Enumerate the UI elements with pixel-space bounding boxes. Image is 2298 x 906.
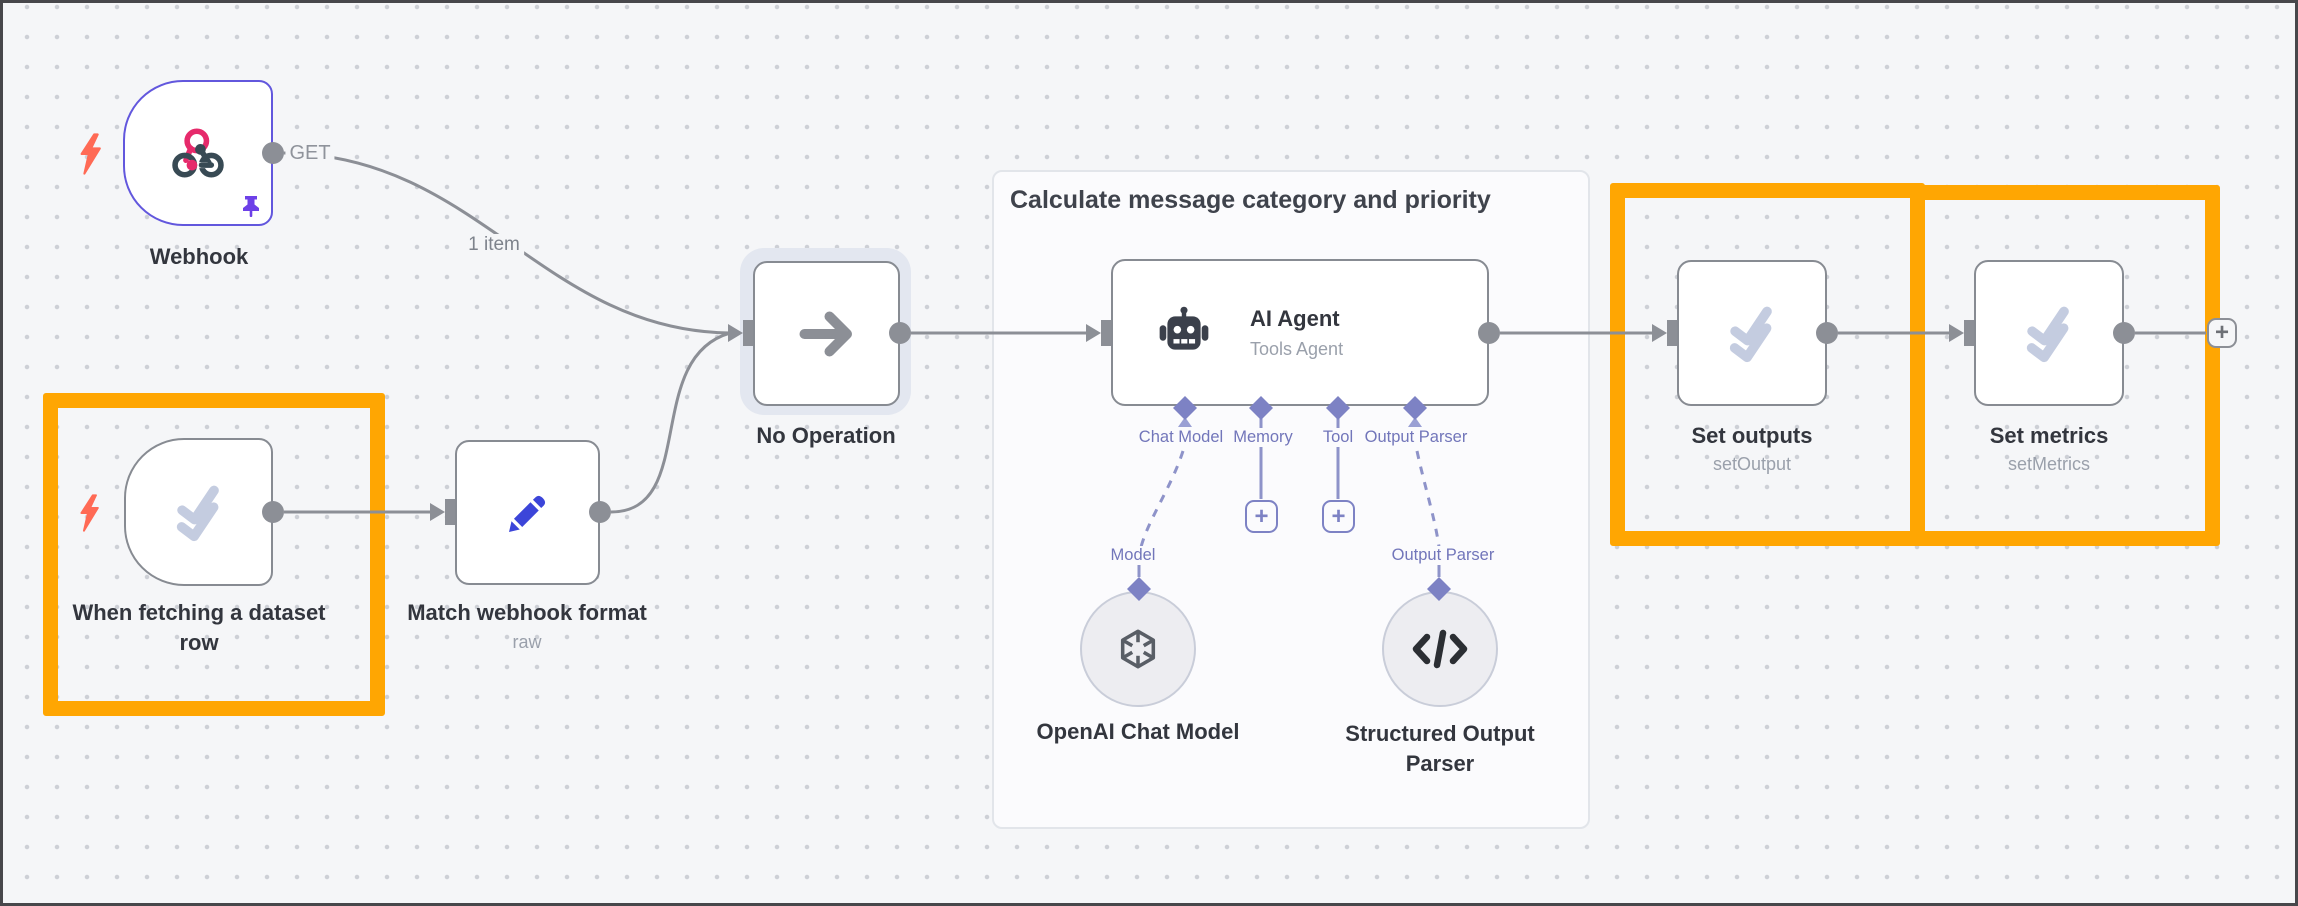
structured-output-parser-label: Structured Output Parser (1345, 721, 1535, 776)
node-when-fetching-dataset-row[interactable] (124, 438, 273, 586)
port-label-chat-model: Chat Model (1138, 428, 1224, 446)
node-set-outputs[interactable] (1677, 260, 1827, 406)
lightning-icon (80, 494, 99, 532)
set-metrics-label: Set metrics (1989, 423, 2109, 448)
pencil-icon (508, 495, 545, 532)
add-memory-button[interactable]: + (1245, 500, 1278, 533)
wire-match-to-noop[interactable] (610, 331, 731, 514)
set-metrics-sublabel: setMetrics (2007, 454, 2091, 474)
match-format-sublabel: raw (512, 632, 542, 652)
pin-icon (243, 196, 259, 217)
connection-label-model: Model (1109, 546, 1157, 565)
add-tool-button[interactable]: + (1322, 500, 1355, 533)
robot-icon (1159, 306, 1209, 350)
input-port-match[interactable] (430, 499, 455, 525)
add-next-node-button[interactable]: + (2207, 318, 2237, 348)
plus-icon: + (1254, 502, 1269, 530)
node-structured-output-parser[interactable] (1382, 591, 1498, 707)
webhook-icon (172, 128, 224, 178)
double-check-icon (2026, 306, 2069, 363)
set-outputs-label: Set outputs (1691, 423, 1813, 448)
node-ai-agent[interactable]: AI Agent Tools Agent (1111, 259, 1489, 406)
ai-agent-title: AI Agent (1250, 305, 1340, 331)
port-label-tool: Tool (1321, 428, 1355, 447)
port-label-memory: Memory (1232, 428, 1294, 447)
port-label-output-parser: Output Parser (1364, 428, 1468, 446)
plus-icon: + (2214, 319, 2229, 346)
no-operation-label: No Operation (756, 423, 896, 448)
node-openai-chat-model[interactable] (1080, 591, 1196, 707)
webhook-output-method-label: GET (285, 142, 335, 165)
node-no-operation[interactable] (753, 261, 900, 406)
connection-label-output-parser: Output Parser (1390, 546, 1496, 565)
double-check-icon (1729, 306, 1772, 363)
highlight-box-set-metrics (1910, 185, 2220, 546)
plus-icon: + (1331, 502, 1346, 530)
ai-agent-subtitle: Tools Agent (1250, 338, 1344, 359)
lightning-icon (80, 133, 101, 175)
code-icon (1412, 629, 1468, 669)
openai-chat-model-label: OpenAI Chat Model (1036, 719, 1240, 744)
highlight-box-when-fetching (43, 393, 385, 716)
node-match-webhook-format[interactable] (455, 440, 600, 585)
webhook-label: Webhook (149, 244, 249, 269)
openai-icon (1120, 629, 1156, 669)
item-count-label: 1 item (464, 234, 524, 256)
match-format-label: Match webhook format (407, 600, 647, 625)
node-webhook[interactable] (123, 80, 273, 226)
set-outputs-sublabel: setOutput (1712, 454, 1792, 474)
arrow-right-icon (799, 311, 852, 356)
group-box-title: Calculate message category and priority (1010, 186, 1491, 214)
node-set-metrics[interactable] (1974, 260, 2124, 406)
double-check-icon (176, 485, 219, 542)
when-fetching-label: When fetching a dataset row (72, 600, 326, 655)
